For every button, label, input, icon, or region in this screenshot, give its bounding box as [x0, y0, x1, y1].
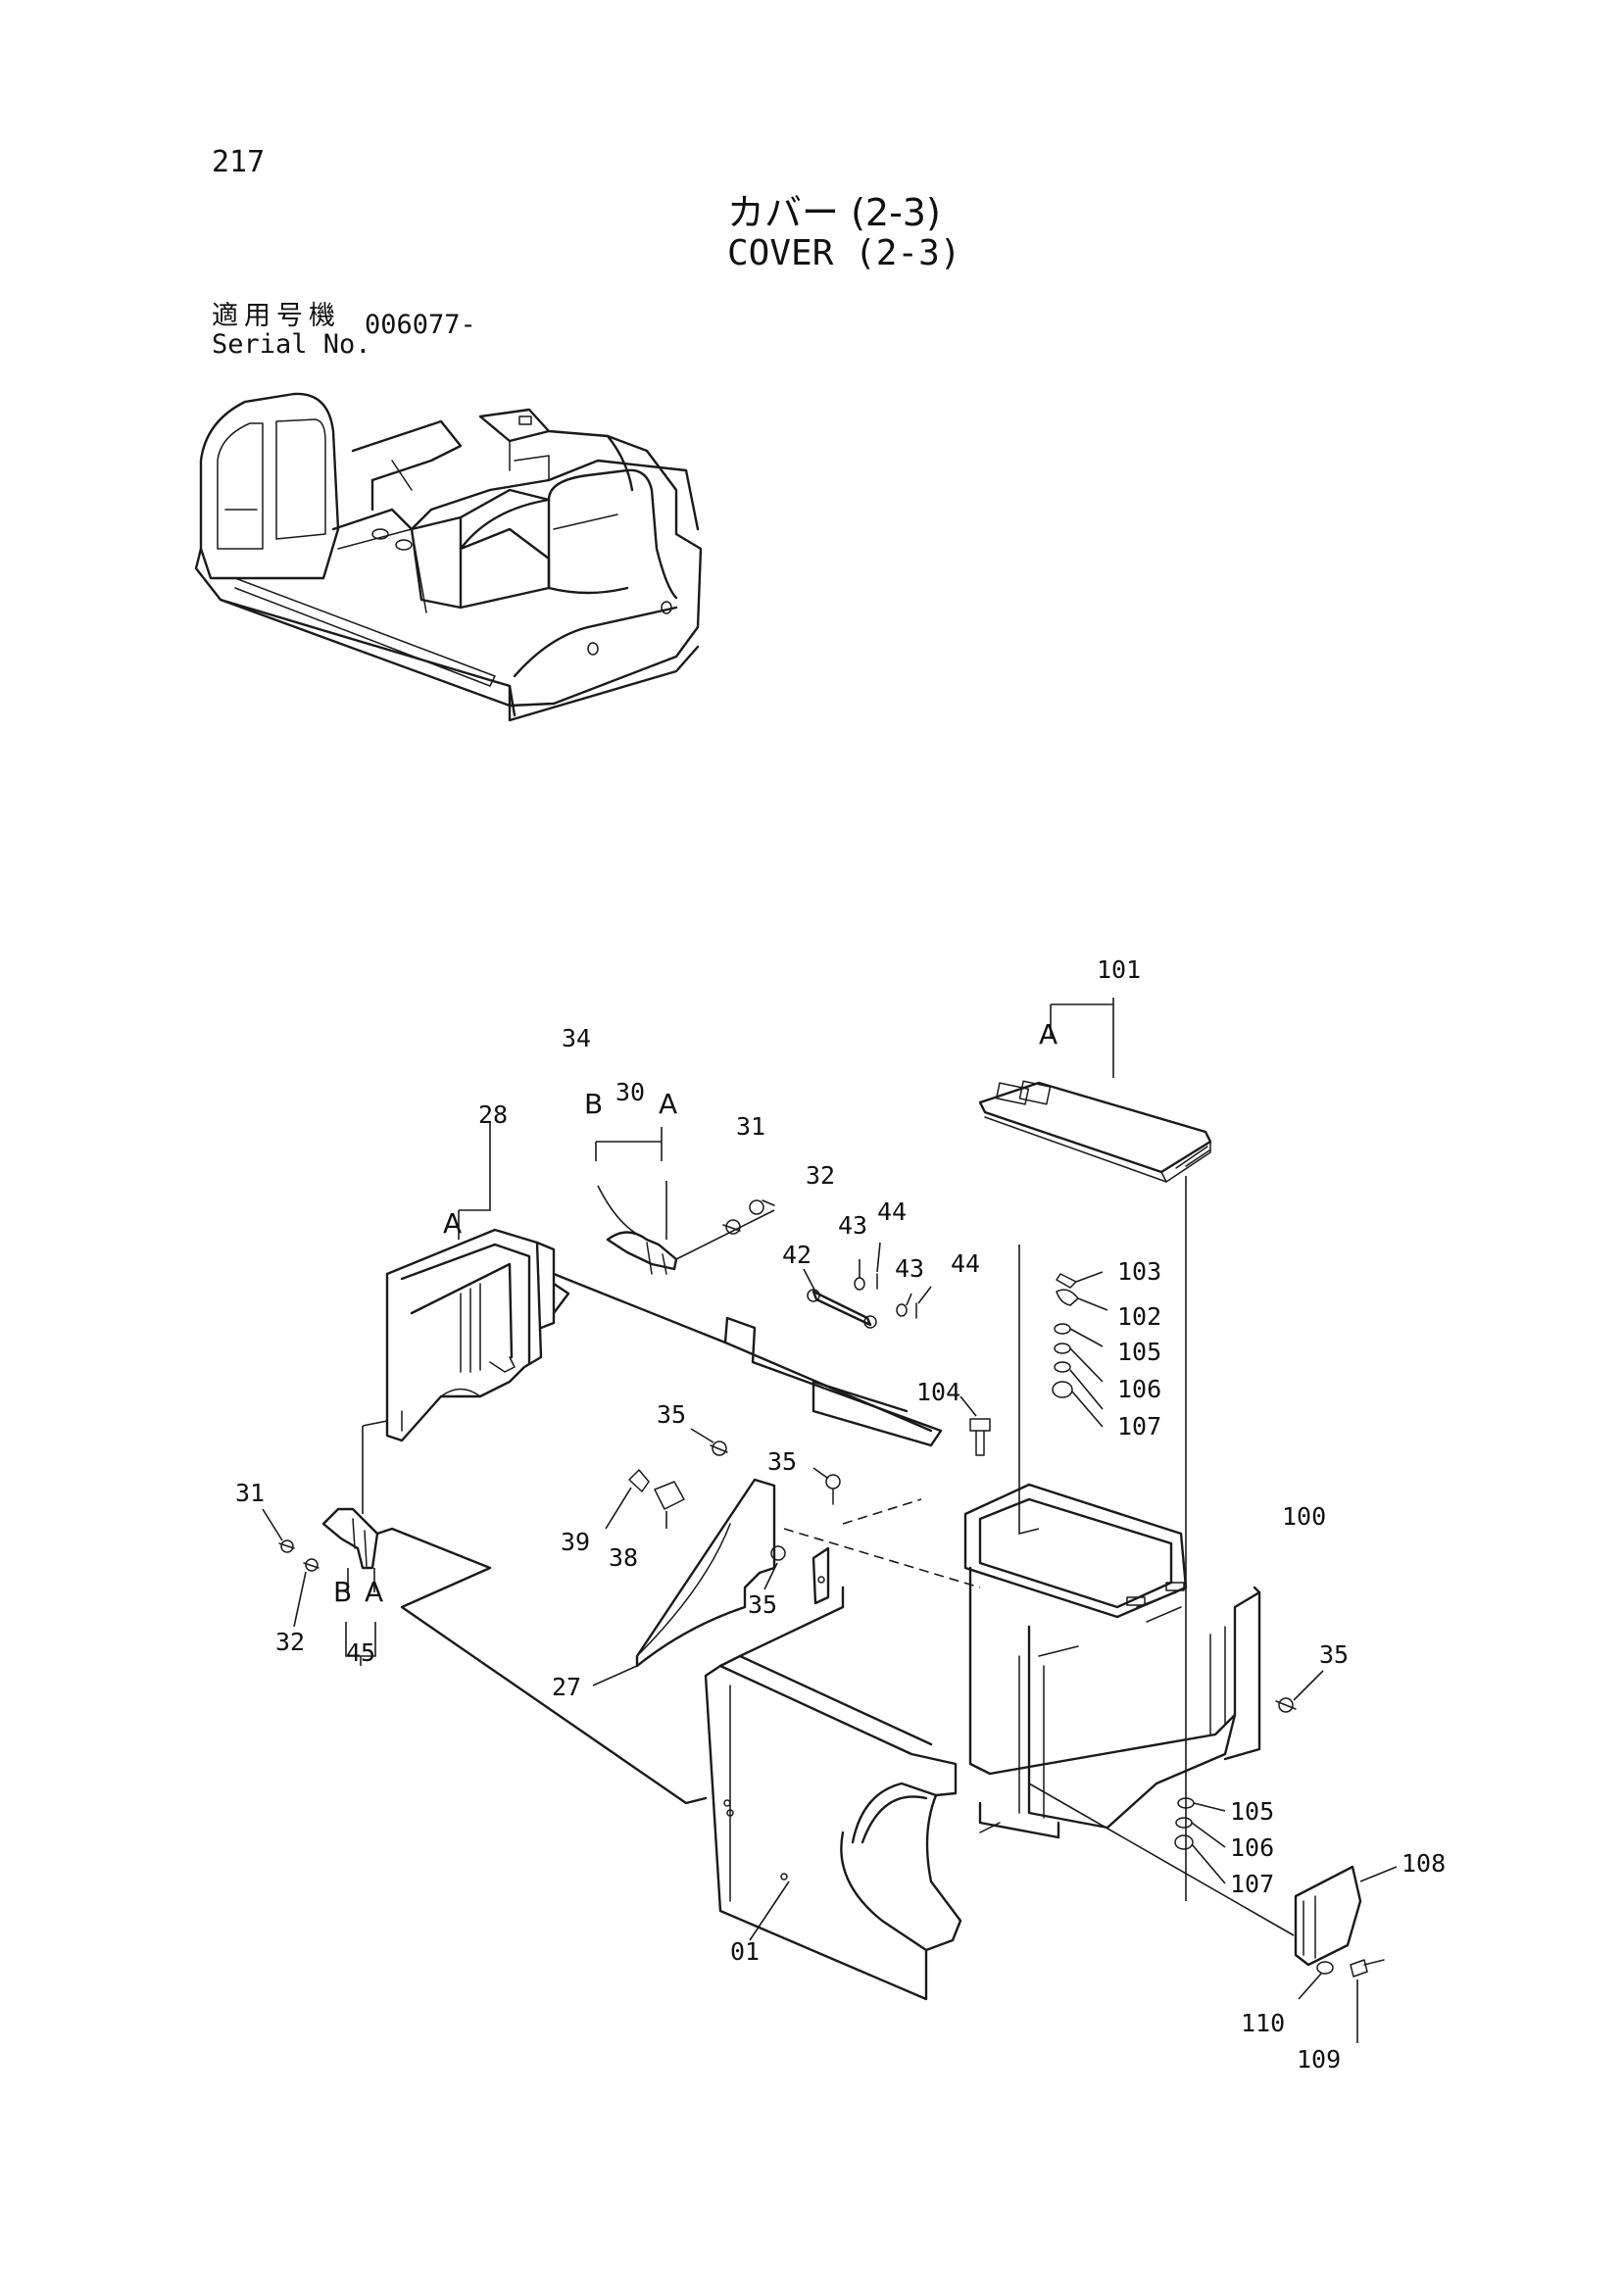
- callout-labels: 101 A 34 28 30 B A 31 32 A 43 44 42 43 4…: [235, 955, 1446, 2074]
- callout-32-top: 32: [806, 1161, 835, 1190]
- part-104-bolt: [959, 1395, 991, 1456]
- page-title-english: COVER (2-3): [727, 233, 961, 273]
- ref-a-top: A: [1039, 1018, 1057, 1050]
- callout-35-b: 35: [767, 1447, 797, 1476]
- part-30-bracket: [595, 1127, 775, 1275]
- assembly-outline-left: [375, 1527, 708, 1805]
- callout-28: 28: [478, 1100, 508, 1129]
- page-number: 217: [212, 145, 266, 179]
- dashed-guide-line: [783, 1528, 981, 1588]
- part-101-top-cover: [978, 998, 1212, 1183]
- part-stack-lower: [1174, 1797, 1226, 1884]
- part-35-right-bolt: [1275, 1670, 1324, 1713]
- callout-43-bottom: 43: [895, 1254, 924, 1283]
- callout-35-c: 35: [748, 1590, 777, 1619]
- callout-01: 01: [730, 1937, 760, 1966]
- callout-38: 38: [609, 1543, 638, 1572]
- ref-a-45: A: [365, 1576, 383, 1608]
- part-stack-upper: [1052, 1271, 1108, 1428]
- parts-mid-brackets: [592, 1428, 841, 1686]
- machine-overview-illustration: [194, 392, 703, 722]
- callout-105-bottom: 105: [1230, 1797, 1274, 1826]
- callout-42: 42: [782, 1241, 812, 1269]
- callout-27: 27: [552, 1673, 581, 1701]
- ref-a-30: A: [659, 1088, 677, 1120]
- callout-35-right: 35: [1319, 1640, 1349, 1669]
- part-45-latch: [262, 1420, 388, 1666]
- callout-39: 39: [561, 1528, 590, 1556]
- callout-100: 100: [1282, 1502, 1326, 1531]
- guide-line-108: [1028, 1783, 1295, 1936]
- callout-45: 45: [346, 1638, 375, 1667]
- part-42-rod: [803, 1242, 932, 1329]
- callout-106-bottom: 106: [1230, 1833, 1274, 1862]
- part-28-side-cover: [385, 1122, 556, 1442]
- callout-110: 110: [1241, 2009, 1285, 2037]
- callout-34: 34: [562, 1024, 591, 1052]
- part-108-bracket: [1294, 1865, 1398, 2043]
- callout-107-top: 107: [1117, 1412, 1161, 1441]
- ref-a-28: A: [443, 1207, 462, 1240]
- callout-102: 102: [1117, 1302, 1161, 1331]
- callout-105-top: 105: [1117, 1338, 1161, 1366]
- callout-32-left: 32: [275, 1628, 305, 1656]
- callout-104: 104: [916, 1378, 960, 1406]
- callout-103: 103: [1117, 1257, 1161, 1286]
- dashed-guide-line-2: [842, 1498, 922, 1525]
- callout-107-bottom: 107: [1230, 1870, 1274, 1898]
- callout-106-top: 106: [1117, 1375, 1161, 1403]
- serial-label-japanese: 適用号機: [212, 301, 341, 331]
- ref-b-45: B: [333, 1576, 352, 1608]
- callout-30: 30: [615, 1078, 645, 1106]
- callout-44-top: 44: [877, 1197, 907, 1226]
- assembly-outline-edge: [723, 1341, 933, 1433]
- assembly-outline-upper: [552, 1272, 943, 1447]
- serial-number-value: 006077-: [365, 310, 476, 340]
- page-title-japanese: カバー (2-3): [727, 191, 941, 234]
- callout-31-top: 31: [736, 1112, 765, 1141]
- assembly-outline-tab: [552, 1282, 570, 1315]
- ref-b-30: B: [584, 1088, 603, 1120]
- callout-44-bottom: 44: [951, 1249, 980, 1278]
- part-100-frame-box: [963, 1483, 1261, 1839]
- callout-101: 101: [1097, 955, 1141, 984]
- callout-108: 108: [1402, 1849, 1446, 1878]
- callout-43-top: 43: [838, 1211, 867, 1240]
- callout-31-left: 31: [235, 1479, 265, 1507]
- part-01-lower-cover: [704, 1586, 962, 2001]
- callout-35-a: 35: [657, 1400, 686, 1429]
- serial-label-english: Serial No.: [212, 329, 371, 360]
- callout-109: 109: [1297, 2045, 1341, 2074]
